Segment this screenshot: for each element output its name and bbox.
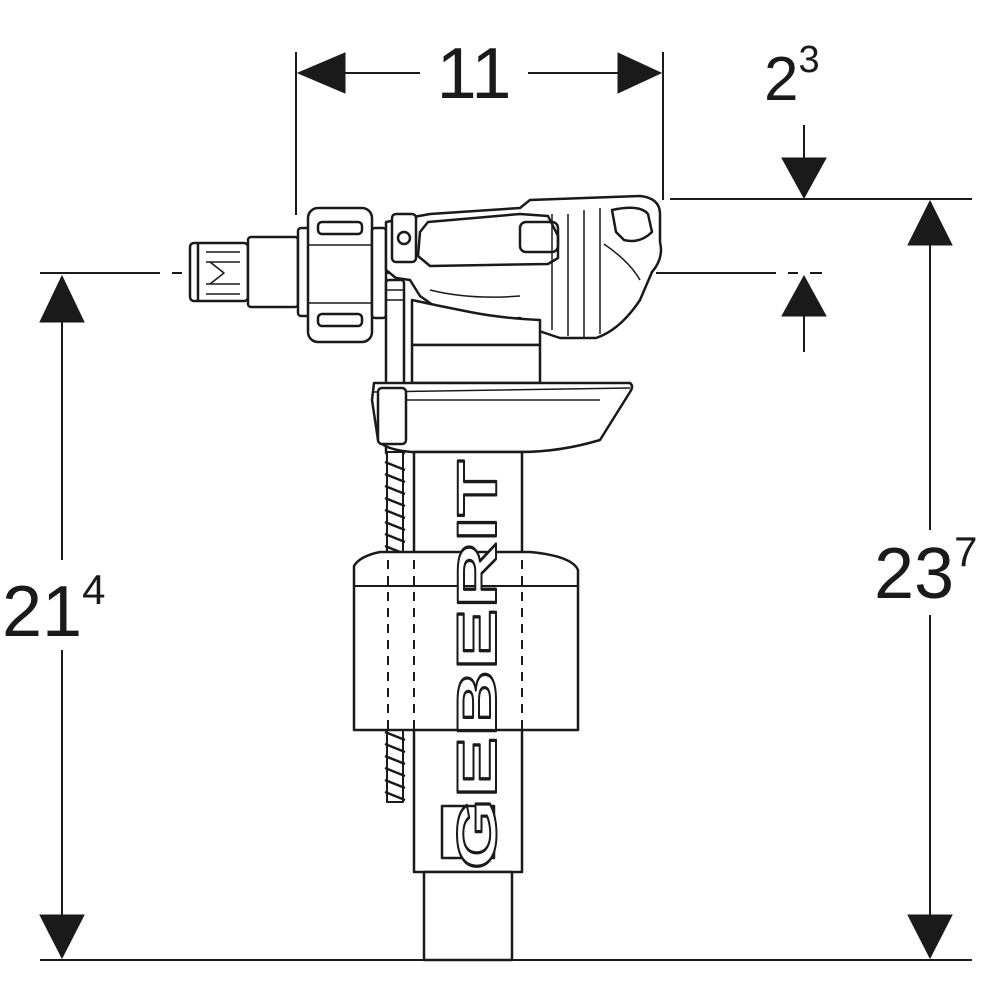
float-cup [370, 381, 634, 454]
bottom-stub [422, 870, 514, 962]
inlet-connector [188, 226, 318, 318]
upper-housing [410, 343, 542, 385]
arrowhead-up [907, 199, 953, 246]
right-height-label: 237 [874, 528, 977, 614]
arrowhead-up [39, 274, 85, 323]
union-nut [306, 206, 388, 344]
top-width-label: 11 [437, 34, 512, 114]
right-height-dimension [907, 199, 953, 960]
top-width-dimension [295, 52, 664, 215]
logo-square [440, 804, 496, 860]
left-height-dimension [39, 274, 85, 960]
top-offset-label: 23 [764, 39, 820, 114]
valve-head [384, 194, 663, 340]
arrowhead-down [39, 914, 85, 960]
hidden-lines [387, 560, 523, 730]
dimension-labels: 11 23 214 237 [2, 34, 977, 652]
fill-valve: GEBERIT [188, 194, 663, 962]
arrowhead-down [907, 914, 953, 960]
arrowhead-down [781, 157, 827, 200]
arrowhead-up [781, 274, 827, 317]
arrowhead-right [617, 52, 663, 94]
dimension-lines [39, 52, 972, 961]
left-height-label: 214 [2, 566, 105, 652]
arrowhead-left [296, 52, 346, 94]
valve-neck [410, 298, 542, 347]
brand-logo-upper: GEBERIT [445, 460, 508, 870]
